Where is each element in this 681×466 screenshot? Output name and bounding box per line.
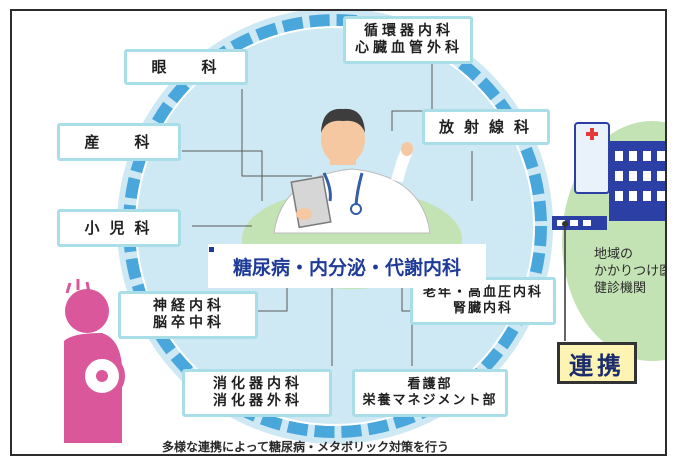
dept-gastroenterology: 消化器内科 消化器外科: [182, 369, 332, 417]
center-marker: [209, 247, 214, 252]
dept-nursing-nutrition: 看護部 栄養マネジメント部: [352, 369, 508, 417]
doctor-illustration: [273, 108, 431, 234]
dept-pediatrics: 小児科: [57, 209, 181, 247]
patient-figure: [64, 279, 125, 443]
red-cross-icon: [586, 128, 598, 140]
dept-neurology: 神経内科 脳卒中科: [118, 291, 258, 339]
community-clinic-label: 地域の かかりつけ医 健診機関: [594, 247, 667, 296]
dept-obstetrics: 産 科: [57, 123, 181, 161]
dept-ophthalmology: 眼 科: [124, 49, 248, 85]
hub-ring-outer: [123, 14, 547, 438]
diagram-frame: 眼 科 循環器内科 心臓血管外科 産 科 放射線科 小児科 神経内科 脳卒中科 …: [10, 9, 667, 456]
dept-radiology: 放射線科: [422, 109, 550, 145]
dept-cardiovascular: 循環器内科 心臓血管外科: [343, 16, 473, 64]
collaboration-badge: 連携: [557, 342, 637, 384]
hospital-building-icon: [574, 122, 665, 221]
diagram-caption: 多様な連携によって糖尿病・メタボリック対策を行う: [162, 440, 450, 454]
connector-lines: [182, 56, 473, 366]
center-department-label: 糖尿病・内分泌・代謝内科: [208, 244, 486, 288]
